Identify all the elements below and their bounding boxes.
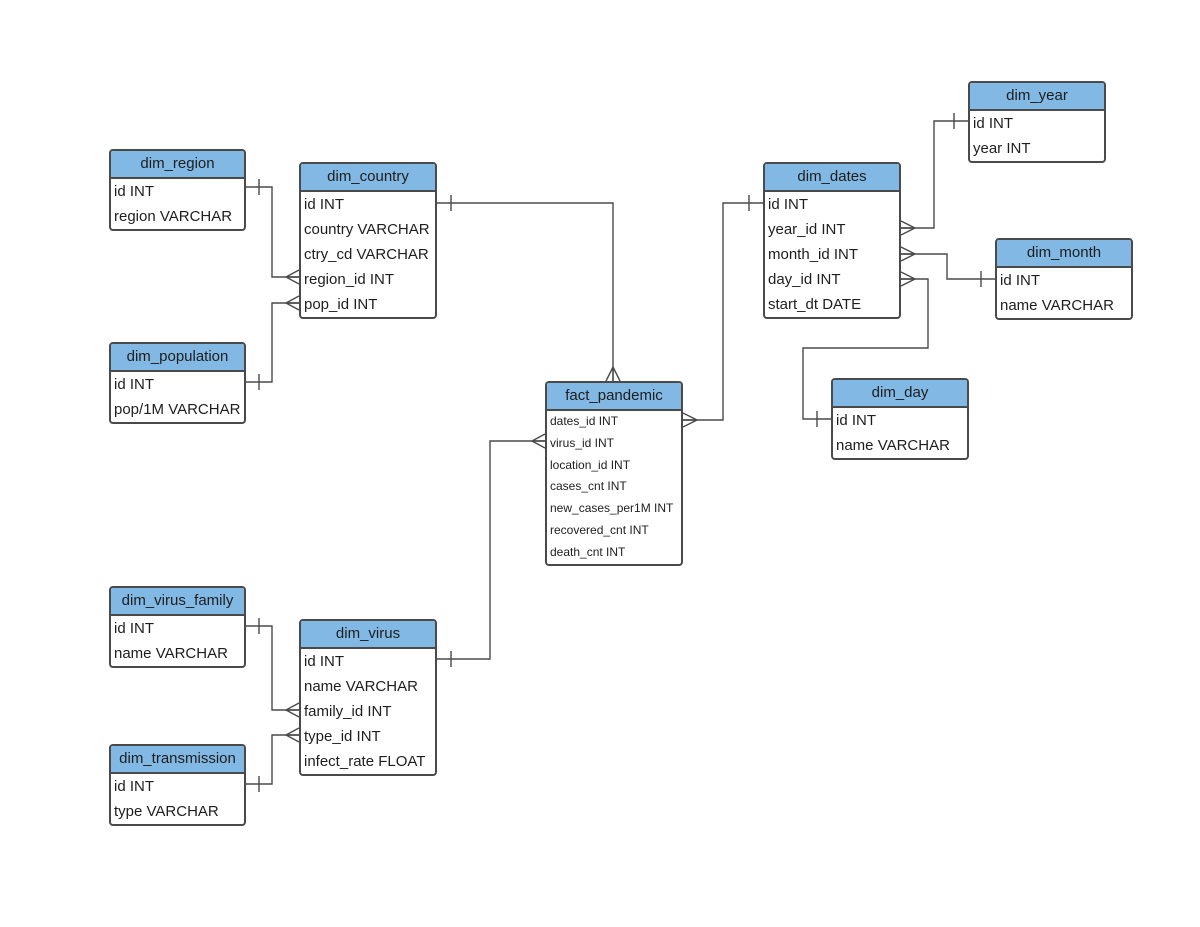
entity-field: cases_cnt INT: [550, 479, 627, 494]
entity-field: id INT: [114, 778, 155, 795]
entity-field: region_id INT: [304, 271, 395, 288]
entity-field: id INT: [304, 653, 345, 670]
many-marker: [285, 295, 300, 311]
entity-field: id INT: [114, 183, 155, 200]
entity-field: year INT: [973, 140, 1031, 157]
many-marker: [285, 727, 300, 743]
entity-title: dim_region: [111, 151, 244, 179]
entity-fact-pandemic[interactable]: fact_pandemic dates_id INT virus_id INT loc…: [545, 381, 683, 566]
entity-field: id INT: [304, 196, 345, 213]
entity-title: dim_virus: [301, 621, 435, 649]
entity-field: infect_rate FLOAT: [304, 753, 426, 770]
entity-field: id INT: [1000, 272, 1041, 289]
entity-field: death_cnt INT: [550, 544, 626, 559]
link-dates-fact: [683, 202, 763, 421]
many-marker: [900, 220, 916, 236]
link-country-fact: [437, 202, 614, 381]
entity-title: dim_day: [833, 380, 967, 408]
entity-title: dim_virus_family: [111, 588, 244, 616]
entity-field: location_id INT: [550, 457, 631, 472]
entity-field: name VARCHAR: [304, 678, 418, 695]
link-dates-day: [802, 278, 929, 420]
link-population-country: [246, 302, 299, 383]
entity-field: id INT: [836, 412, 877, 429]
link-family-virus: [246, 625, 299, 711]
many-marker: [285, 269, 300, 285]
link-transmission-virus: [246, 734, 299, 785]
entity-title: dim_population: [111, 344, 244, 372]
many-marker: [900, 271, 916, 287]
entity-field: pop_id INT: [304, 296, 378, 313]
many-marker: [605, 366, 621, 382]
link-virus-fact: [437, 440, 545, 660]
entity-field: recovered_cnt INT: [550, 522, 649, 537]
link-dates-year: [901, 120, 968, 229]
entity-field: dates_id INT: [550, 414, 619, 428]
entity-title: dim_month: [997, 240, 1131, 268]
entity-field: day_id INT: [768, 271, 841, 288]
entity-field: id INT: [114, 620, 155, 637]
entity-field: id INT: [114, 376, 155, 393]
entity-field: type_id INT: [304, 728, 381, 745]
entity-title: dim_dates: [765, 164, 899, 192]
entity-field: pop/1M VARCHAR: [114, 401, 241, 418]
entity-field: country VARCHAR: [304, 221, 430, 238]
entity-field: id INT: [973, 115, 1014, 132]
entity-field: year_id INT: [768, 221, 846, 238]
entity-title: dim_country: [301, 164, 435, 192]
entity-field: family_id INT: [304, 703, 392, 720]
entity-field: name VARCHAR: [836, 437, 950, 454]
many-marker: [531, 433, 546, 449]
many-marker: [285, 702, 300, 718]
link-region-country: [246, 186, 299, 278]
entity-field: id INT: [768, 196, 809, 213]
entity-field: virus_id INT: [550, 435, 615, 450]
entity-field: name VARCHAR: [1000, 297, 1114, 314]
entity-field: name VARCHAR: [114, 645, 228, 662]
entity-field: ctry_cd VARCHAR: [304, 246, 429, 263]
entity-title: dim_year: [970, 83, 1104, 111]
entity-title: fact_pandemic: [547, 383, 681, 411]
many-marker: [682, 412, 698, 428]
entity-field: start_dt DATE: [768, 296, 862, 313]
entity-field: region VARCHAR: [114, 208, 233, 225]
link-dates-month: [901, 253, 995, 280]
entity-field: month_id INT: [768, 246, 859, 263]
many-marker: [900, 246, 916, 262]
entity-title: dim_transmission: [111, 746, 244, 774]
entity-field: type VARCHAR: [114, 803, 219, 820]
entity-field: new_cases_per1M INT: [550, 501, 674, 516]
